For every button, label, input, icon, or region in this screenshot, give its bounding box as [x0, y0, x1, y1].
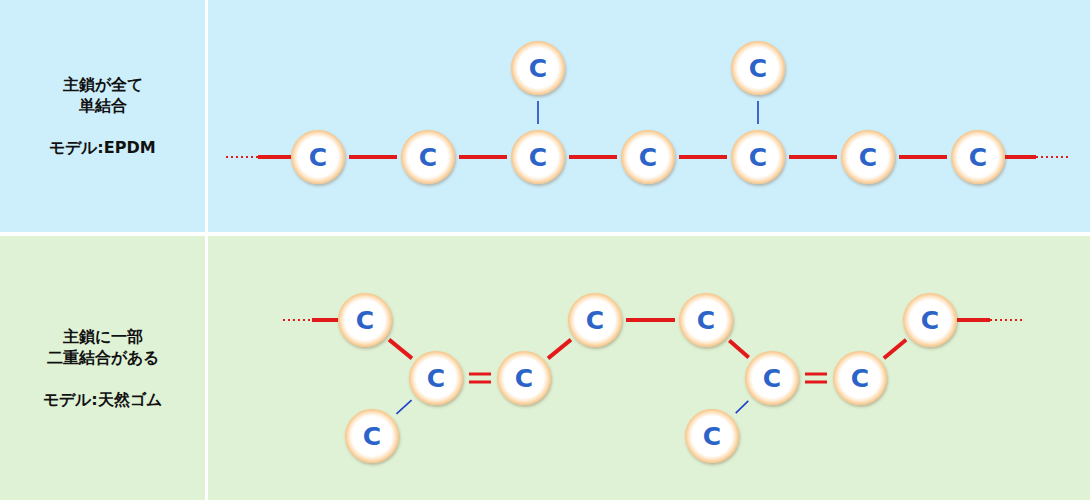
single-bond: [349, 157, 397, 158]
atom-symbol: C: [529, 56, 547, 81]
carbon-atom: C: [903, 293, 957, 347]
single-bond: [729, 340, 748, 357]
single-bond: [899, 157, 947, 158]
carbon-atom: C: [621, 130, 675, 184]
atom-symbol: C: [703, 424, 721, 449]
atom-symbol: C: [851, 366, 869, 391]
top-band: [0, 0, 205, 232]
chain-bond: [312, 318, 338, 322]
double-bond: [805, 374, 827, 382]
atom-symbol: C: [859, 145, 877, 170]
chain-bond: [258, 155, 291, 159]
single-bond: [679, 157, 727, 158]
top-band: [208, 0, 1090, 232]
bond-stroke: [349, 155, 397, 159]
atom-symbol: C: [363, 424, 381, 449]
carbon-atom: C: [338, 293, 392, 347]
row-heading: 主鎖が全て 単結合: [43, 74, 163, 117]
atom-symbol: C: [697, 308, 715, 333]
carbon-atom: C: [731, 41, 785, 95]
bond-stroke: [548, 340, 571, 359]
row-label-cell: 主鎖が全て 単結合モデル:EPDM: [0, 0, 205, 232]
bond-stroke: [805, 381, 827, 384]
chain-bond: [957, 318, 990, 322]
bond-stroke: [789, 155, 837, 159]
carbon-atom: C: [409, 351, 463, 405]
carbon-atom: C: [685, 409, 739, 463]
atom-symbol: C: [419, 145, 437, 170]
atom-symbol: C: [356, 308, 374, 333]
carbon-atom: C: [497, 351, 551, 405]
carbon-atom: C: [511, 130, 565, 184]
carbon-atom: C: [511, 41, 565, 95]
bond-stroke: [884, 340, 906, 358]
bond-stroke: [679, 155, 727, 159]
carbon-atom: C: [679, 293, 733, 347]
atom-symbol: C: [921, 308, 939, 333]
atom-symbol: C: [639, 145, 657, 170]
carbon-atom: C: [833, 351, 887, 405]
atom-symbol: C: [515, 366, 533, 391]
atom-symbol: C: [969, 145, 987, 170]
bond-stroke: [459, 155, 507, 159]
bond-stroke: [537, 101, 539, 124]
carbon-atom: C: [568, 293, 622, 347]
bond-stroke: [569, 155, 617, 159]
atom-symbol: C: [749, 145, 767, 170]
chain-continuation: [226, 156, 258, 158]
carbon-atom: C: [401, 130, 455, 184]
single-bond: [626, 320, 675, 321]
atom-symbol: C: [749, 56, 767, 81]
atom-symbol: C: [529, 145, 547, 170]
atom-symbol: C: [586, 308, 604, 333]
bottom-band: [0, 236, 205, 500]
carbon-atom: C: [731, 130, 785, 184]
atom-symbol: C: [309, 145, 327, 170]
atom-symbol: C: [427, 366, 445, 391]
chain-continuation: [283, 319, 312, 321]
double-bond: [469, 374, 491, 382]
branch-bond: [736, 401, 749, 413]
single-bond: [789, 157, 837, 158]
branch-bond: [758, 101, 759, 124]
bond-stroke: [626, 318, 675, 322]
branch-bond: [396, 400, 411, 414]
carbon-atom: C: [841, 130, 895, 184]
chain-continuation: [1036, 156, 1070, 158]
bond-stroke: [805, 373, 827, 376]
chain-bond: [1005, 155, 1036, 159]
carbon-atom: C: [345, 409, 399, 463]
row-heading: 主鎖に一部 二重結合がある: [43, 326, 163, 369]
row-label-cell: 主鎖に一部 二重結合があるモデル:天然ゴム: [0, 236, 205, 500]
atom-symbol: C: [763, 366, 781, 391]
bottom-band: [208, 236, 1090, 500]
bond-stroke: [736, 401, 749, 413]
carbon-atom: C: [745, 351, 799, 405]
carbon-atom: C: [291, 130, 345, 184]
single-bond: [459, 157, 507, 158]
bond-stroke: [389, 340, 412, 359]
single-bond: [884, 340, 906, 358]
bond-stroke: [396, 400, 411, 414]
model-label: モデル:EPDM: [43, 137, 163, 159]
single-bond: [569, 157, 617, 158]
bond-stroke: [469, 373, 491, 376]
branch-bond: [538, 101, 539, 124]
bond-stroke: [469, 381, 491, 384]
single-bond: [548, 340, 571, 359]
single-bond: [389, 340, 412, 359]
carbon-atom: C: [951, 130, 1005, 184]
bond-stroke: [729, 340, 748, 357]
chain-continuation: [990, 319, 1022, 321]
bond-stroke: [899, 155, 947, 159]
model-label: モデル:天然ゴム: [43, 389, 163, 411]
bond-stroke: [757, 101, 759, 124]
